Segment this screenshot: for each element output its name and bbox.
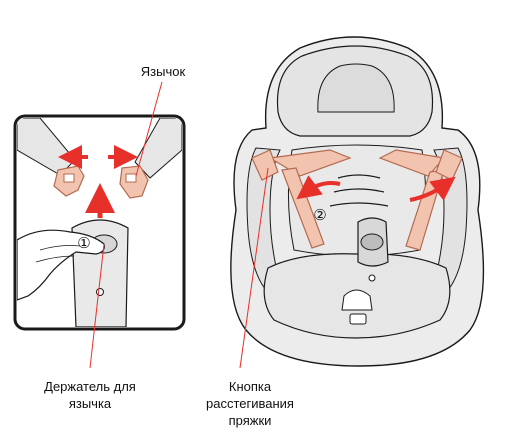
step-2-marker: ②: [313, 206, 326, 224]
tongue-holder-label: Держатель для язычка: [10, 378, 170, 412]
tongue-holder-label-line2: язычка: [10, 395, 170, 412]
tongue-holder-label-line1: Держатель для: [10, 378, 170, 395]
release-label-line1: Кнопка: [180, 378, 320, 395]
detail-inset: ①: [15, 116, 184, 329]
child-seat: ②: [231, 37, 484, 366]
tongue-label: Язычок: [118, 63, 208, 80]
step-1-marker: ①: [77, 234, 90, 252]
release-button-label: Кнопка расстегивания пряжки: [180, 378, 320, 429]
release-label-line3: пряжки: [180, 412, 320, 429]
release-label-line2: расстегивания: [180, 395, 320, 412]
